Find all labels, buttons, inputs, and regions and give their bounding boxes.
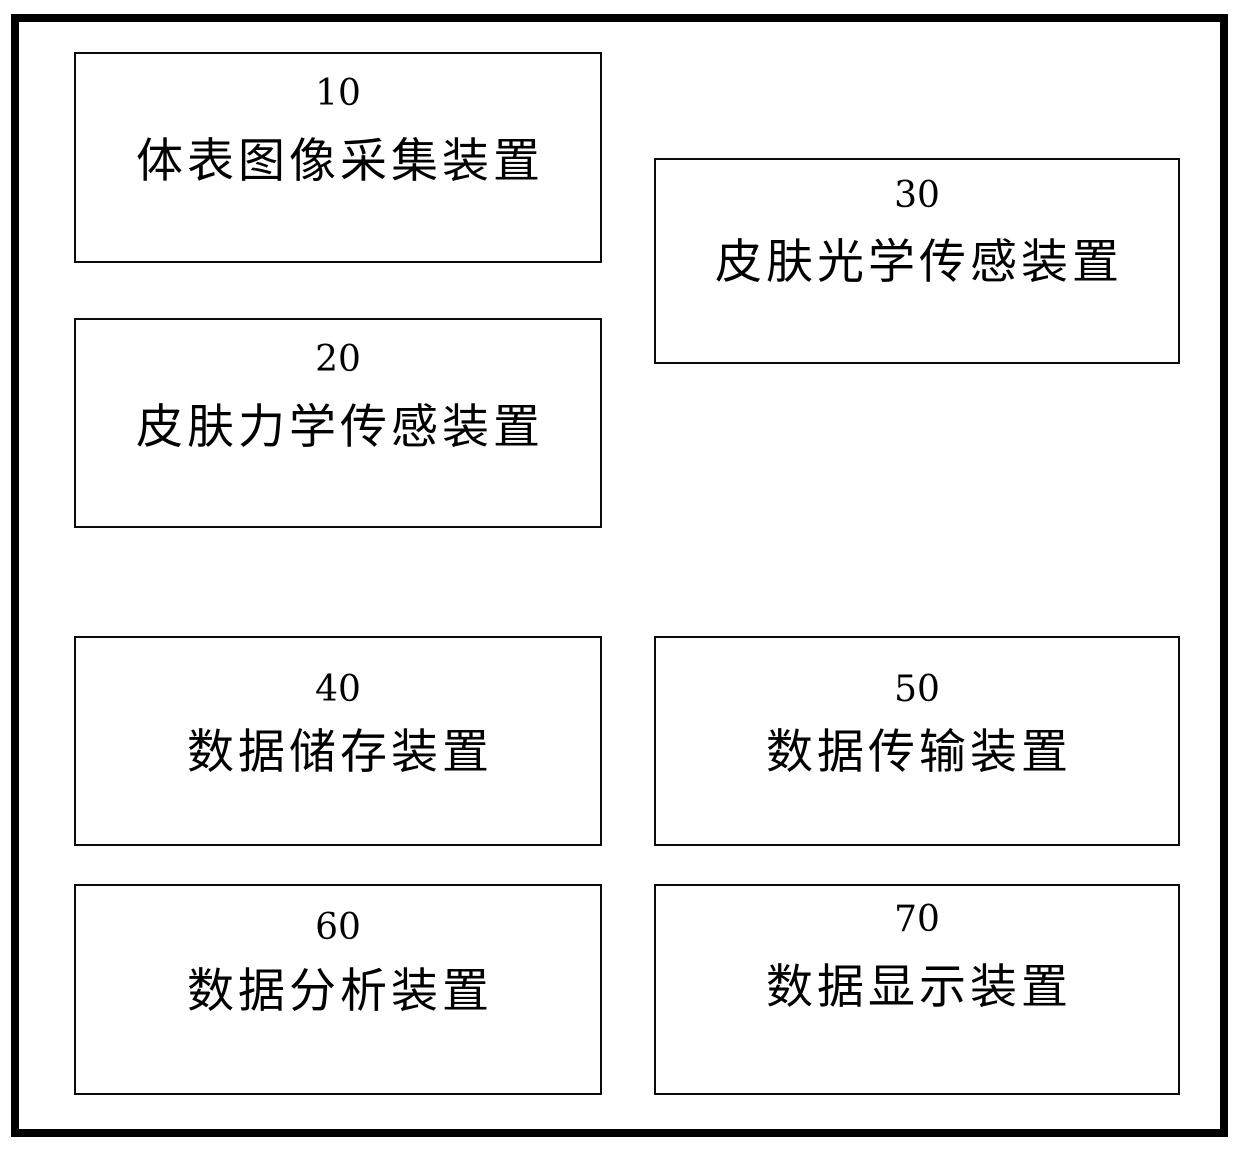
block-30-label: 皮肤光学传感装置 (715, 235, 1123, 290)
block-20-skin-mechanical-sensing: 20 皮肤力学传感装置 (74, 318, 602, 528)
block-50-label: 数据传输装置 (766, 725, 1072, 780)
block-30-skin-optical-sensing: 30 皮肤光学传感装置 (654, 158, 1180, 364)
block-10-label: 体表图像采集装置 (136, 134, 544, 189)
block-60-label: 数据分析装置 (187, 964, 493, 1019)
block-40-data-storage: 40 数据储存装置 (74, 636, 602, 846)
block-60-number: 60 (315, 907, 361, 948)
block-30-number: 30 (894, 175, 940, 216)
block-20-label: 皮肤力学传感装置 (136, 400, 544, 455)
block-20-number: 20 (315, 339, 361, 380)
block-70-label: 数据显示装置 (766, 960, 1072, 1015)
block-50-number: 50 (894, 669, 940, 710)
block-10-body-surface-image-acquisition: 10 体表图像采集装置 (74, 52, 602, 263)
block-50-data-transmission: 50 数据传输装置 (654, 636, 1180, 846)
block-70-number: 70 (894, 899, 940, 940)
block-60-data-analysis: 60 数据分析装置 (74, 884, 602, 1095)
figure-outer-frame: 10 体表图像采集装置 30 皮肤光学传感装置 20 皮肤力学传感装置 40 数… (11, 14, 1228, 1137)
block-40-number: 40 (315, 669, 361, 710)
block-70-data-display: 70 数据显示装置 (654, 884, 1180, 1095)
block-10-number: 10 (315, 73, 361, 114)
block-40-label: 数据储存装置 (187, 725, 493, 780)
